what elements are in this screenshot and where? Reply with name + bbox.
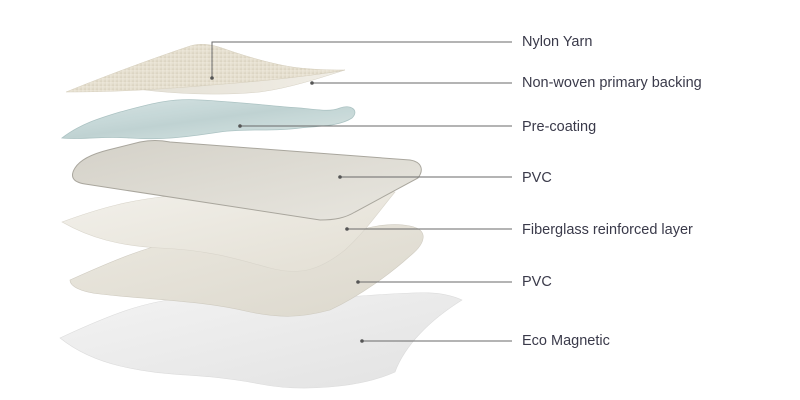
label-pvc-top: PVC — [522, 170, 552, 186]
leader-nylon-yarn — [211, 41, 512, 78]
layer-nylon-yarn — [65, 44, 346, 93]
label-non-woven-backing: Non-woven primary backing — [522, 75, 702, 91]
label-pvc-bottom: PVC — [522, 274, 552, 290]
label-eco-magnetic: Eco Magnetic — [522, 333, 610, 349]
layer-pvc-top — [72, 140, 422, 221]
leader-lines — [211, 41, 512, 342]
label-pre-coating: Pre-coating — [522, 119, 597, 135]
label-nylon-yarn: Nylon Yarn — [522, 34, 593, 50]
leader-dots — [210, 76, 364, 343]
label-fiberglass: Fiberglass reinforced layer — [522, 222, 693, 238]
layer-pre-coating — [60, 99, 356, 140]
